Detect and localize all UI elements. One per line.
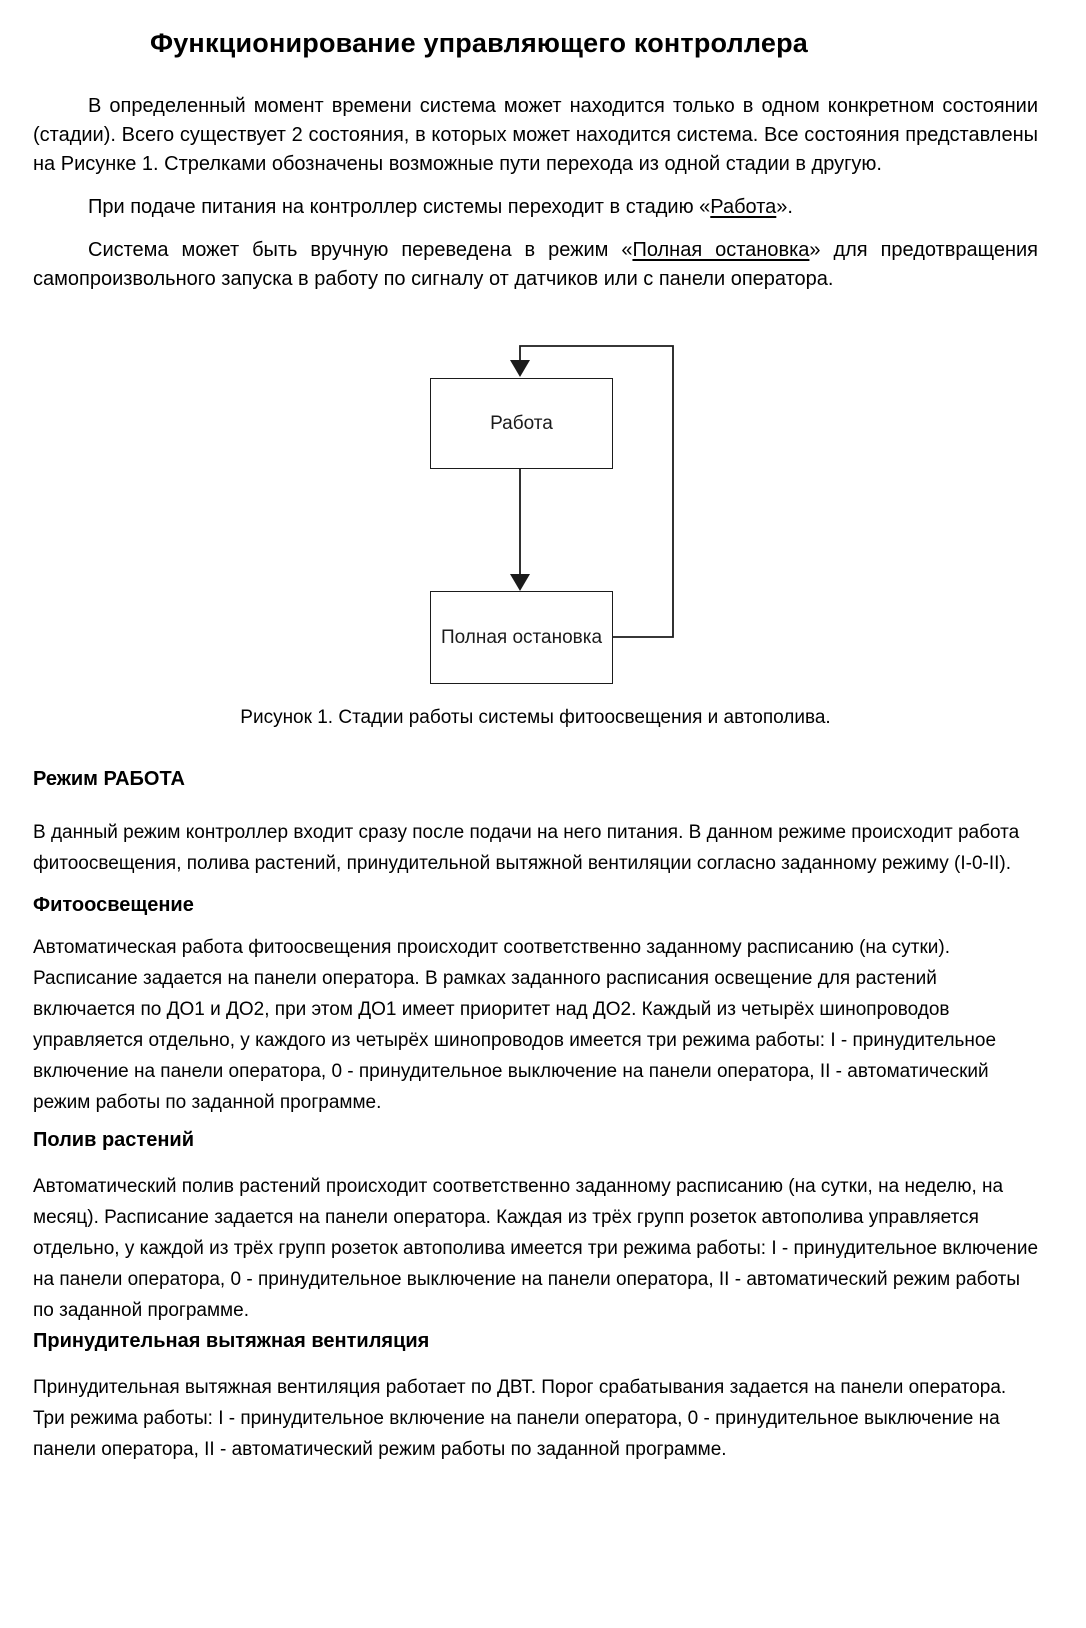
section-heading-ventilyaciya: Принудительная вытяжная вентиляция <box>33 1330 430 1352</box>
state-diagram-figure: Работа Полная остановка <box>0 333 1086 689</box>
section-body-fitoosveshchenie: Автоматическая работа фитоосвещения прои… <box>33 937 997 1113</box>
state-box-polnaya-ostanovka: Полная остановка <box>430 591 613 684</box>
manual-stop-paragraph: Система может быть вручную переведена в … <box>33 236 1038 294</box>
loop-arrowhead-icon <box>510 360 530 377</box>
section-body-rezhim-rabota: В данный режим контроллер входит сразу п… <box>33 822 1020 874</box>
section-heading-poliv-rastenij: Полив растений <box>33 1129 194 1151</box>
state-box-rabota: Работа <box>430 378 613 469</box>
section-heading-rezhim-rabota: Режим РАБОТА <box>33 768 185 790</box>
section-body-poliv-rastenij: Автоматический полив растений происходит… <box>33 1176 1039 1321</box>
figure-caption: Рисунок 1. Стадии работы системы фитоосв… <box>240 707 831 728</box>
document-page: Функционирование управляющего контроллер… <box>0 28 1086 1628</box>
power-on-paragraph: При подаче питания на контроллер системы… <box>33 193 1038 222</box>
manual-stop-text-after: » для предотвращения самопроизвольного з… <box>33 239 1038 290</box>
full-stop-term: Полная остановка <box>632 239 810 261</box>
loop-arrow-line <box>519 345 674 638</box>
down-arrowhead-icon <box>510 574 530 591</box>
power-on-text-after: ». <box>776 196 793 218</box>
manual-stop-text-before: Система может быть вручную переведена в … <box>88 239 633 261</box>
state-box-polnaya-ostanovka-label: Полная остановка <box>440 626 603 648</box>
state-box-rabota-label: Работа <box>490 412 553 434</box>
power-on-text-before: При подаче питания на контроллер системы… <box>88 196 711 218</box>
work-state-term: Работа <box>710 196 777 218</box>
diagram-arrows <box>510 345 674 638</box>
section-heading-fitoosveshchenie: Фитоосвещение <box>33 894 194 916</box>
intro-paragraph: В определенный момент времени система мо… <box>33 95 1038 175</box>
section-body-ventilyaciya: Принудительная вытяжная вентиляция работ… <box>33 1377 1007 1460</box>
page-title: Функционирование управляющего контроллер… <box>149 28 809 58</box>
